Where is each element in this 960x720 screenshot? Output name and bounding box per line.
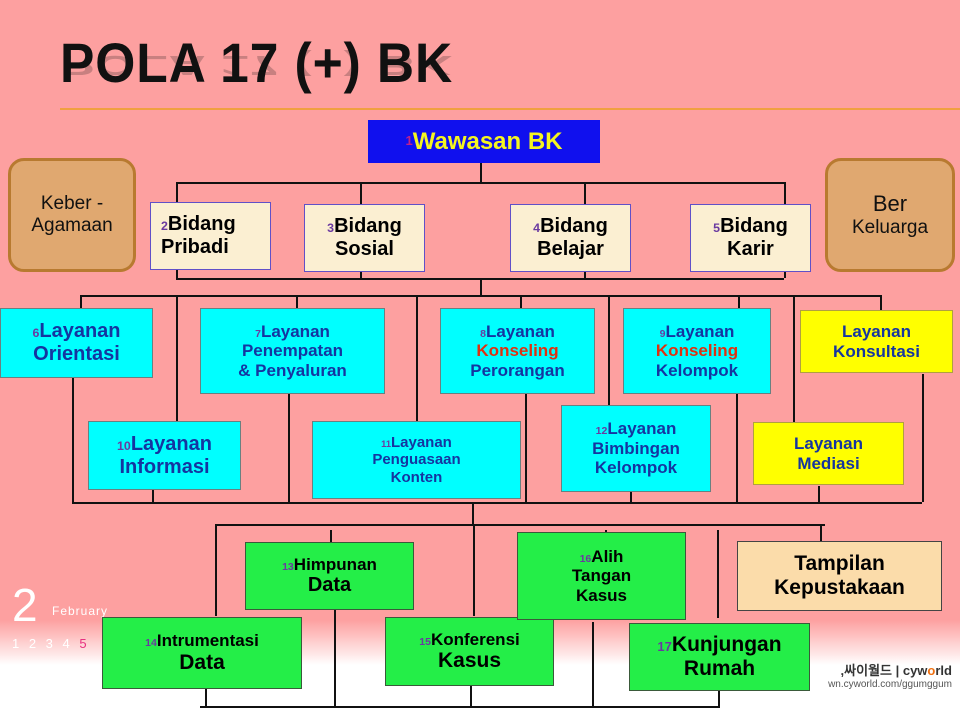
bidang-karir: 5Bidang Karir bbox=[690, 204, 811, 272]
layanan-mediasi: Layanan Mediasi bbox=[753, 422, 904, 485]
title-divider bbox=[60, 108, 960, 110]
kegiatan-intrumentasi-data: 14Intrumentasi Data bbox=[102, 617, 302, 689]
calendar-month: February bbox=[52, 604, 109, 618]
bidang-sosial: 3Bidang Sosial bbox=[304, 204, 425, 272]
layanan-orientasi: 6Layanan Orientasi bbox=[0, 308, 153, 378]
kegiatan-alih-tangan-kasus: 16Alih Tangan Kasus bbox=[517, 532, 686, 620]
layanan-bimbingan-kelompok: 12Layanan Bimbingan Kelompok bbox=[561, 405, 711, 492]
kegiatan-konferensi-kasus: 15Konferensi Kasus bbox=[385, 617, 554, 686]
side-box-berkeluarga: Ber Keluarga bbox=[825, 158, 955, 272]
layanan-penempatan-penyaluran: 7Layanan Penempatan & Penyaluran bbox=[200, 308, 385, 394]
cyworld-url: wn.cyworld.com/ggumggum bbox=[828, 679, 952, 690]
layanan-informasi: 10Layanan Informasi bbox=[88, 421, 241, 490]
layanan-penguasaan-konten: 11Layanan Penguasaan Konten bbox=[312, 421, 521, 499]
calendar-big-number: 2 bbox=[12, 579, 38, 631]
layanan-konseling-kelompok: 9Layanan Konseling Kelompok bbox=[623, 308, 771, 394]
kegiatan-tampilan-kepustakaan: Tampilan Kepustakaan bbox=[737, 541, 942, 611]
bidang-belajar: 4Bidang Belajar bbox=[510, 204, 631, 272]
title-reflection: POLA 17 (+) BK bbox=[60, 50, 454, 82]
calendar-days: 1 2 3 4 5 bbox=[12, 636, 87, 651]
page-title: POLA 17 (+) BK bbox=[60, 31, 454, 94]
kegiatan-himpunan-data: 13Himpunan Data bbox=[245, 542, 414, 610]
side-box-keberagamaan: Keber - Agamaan bbox=[8, 158, 136, 272]
cyworld-logo: ,싸이월드 | cyworld bbox=[840, 663, 952, 678]
layanan-konseling-perorangan: 8Layanan Konseling Perorangan bbox=[440, 308, 595, 394]
bidang-pribadi: 2Bidang Pribadi bbox=[150, 202, 271, 270]
cyworld-watermark: ,싸이월드 | cyworld wn.cyworld.com/ggumggum bbox=[828, 660, 952, 690]
kegiatan-kunjungan-rumah: 17Kunjungan Rumah bbox=[629, 623, 810, 691]
layanan-konsultasi: Layanan Konsultasi bbox=[800, 310, 953, 373]
